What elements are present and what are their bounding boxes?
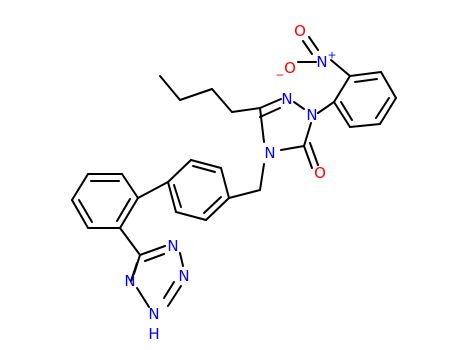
triazole-n4-label: N [264, 144, 275, 162]
nitrophenyl-bond [333, 75, 351, 103]
butyl-bond [179, 88, 213, 101]
nitro-negative-charge: − [275, 69, 284, 82]
left-benzene-bond [71, 173, 89, 201]
benzene-bond [175, 211, 207, 221]
tetrazole-bond [144, 253, 165, 262]
tetrazole-hydrogen-label: H [148, 325, 159, 343]
carbonyl-bond [303, 145, 313, 169]
left-benzene-bond [121, 173, 139, 199]
tetrazole-nitrogen-label: N [124, 272, 135, 290]
aryl-tetrazole-bond [119, 227, 141, 256]
tetrazole-bond [179, 252, 184, 267]
butyl-bond [211, 88, 233, 113]
benzene-bond [205, 197, 230, 221]
nitrophenyl-bond [349, 123, 381, 128]
triazole-n2-label: N [306, 106, 317, 124]
triazole-bond [280, 145, 305, 151]
bonds [71, 36, 397, 308]
nitro-bond [330, 59, 351, 77]
nitro-bond [302, 40, 313, 55]
nitrophenyl-bond [380, 71, 397, 99]
butyl-bond [159, 75, 181, 101]
tetrazole-bond [136, 287, 150, 308]
left-benzene-bond [116, 198, 131, 222]
nitrophenyl-bond [333, 101, 351, 128]
nitrophenyl-bond [349, 71, 382, 77]
benzene-bond [192, 165, 216, 173]
left-benzene-bond [119, 197, 139, 229]
nitrophenyl-bond [375, 97, 390, 119]
benzyl-bond [228, 189, 261, 199]
nitro-oxygen-label: O [294, 22, 306, 40]
left-benzene-bond [78, 199, 93, 223]
nitro-oxide-label: O [284, 59, 296, 77]
nitro-bond [308, 36, 319, 51]
benzene-bond [173, 184, 182, 208]
triazole-bond [259, 98, 282, 109]
triazole-bond [293, 101, 305, 110]
triazole-bond [259, 107, 281, 118]
tetrazole-nitrogen-label: N [167, 237, 178, 255]
nitro-nitrogen-label: N [316, 53, 327, 71]
tetrazole-nitrogen-label: N [178, 267, 189, 285]
carbonyl-bond [309, 142, 319, 166]
tetrazole-bond [130, 262, 138, 282]
benzene-bond [190, 159, 222, 169]
tetrazole-nh-nitrogen-label: N [148, 305, 159, 323]
nitrophenyl-bond [354, 78, 378, 83]
nitrophenyl-bond [379, 97, 397, 125]
benzene-bond [220, 167, 230, 199]
tetrazole-bond [167, 285, 182, 307]
benzene-bond [167, 159, 192, 183]
triazole-n1-label: N [281, 90, 292, 108]
nitro-positive-charge: + [327, 49, 336, 62]
benzene-bond [203, 196, 222, 214]
n-aryl-bond [317, 101, 335, 114]
benzyl-bond [259, 163, 265, 191]
tetrazole-bond [163, 281, 175, 299]
left-benzene-bond [71, 199, 89, 229]
tetrazole-bond [139, 245, 166, 256]
biaryl-bond [137, 181, 169, 199]
benzene-bond [167, 181, 177, 213]
triazole-bond [259, 107, 265, 143]
triazole-bond [303, 122, 312, 147]
nitrophenyl-bond [340, 101, 353, 121]
atom-labels: O N + O − N N N O N N N N H [124, 22, 336, 343]
butyl-bond [231, 107, 261, 113]
carbonyl-oxygen-label: O [314, 164, 326, 182]
